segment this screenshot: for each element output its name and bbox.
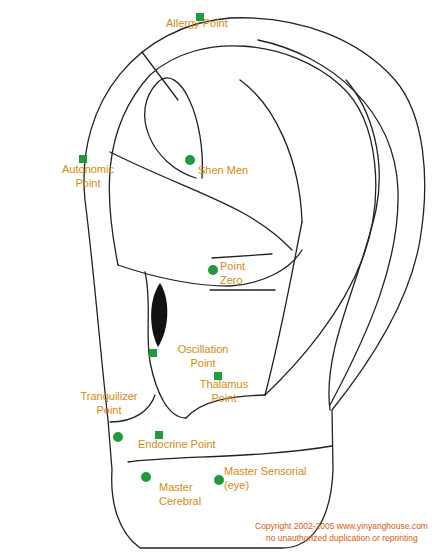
- point-label: Master Cerebral: [159, 480, 209, 508]
- fossa-divider: [142, 52, 178, 100]
- inferior-crus: [110, 152, 292, 250]
- right-zone: [329, 80, 379, 410]
- point-marker: [155, 431, 163, 439]
- point-label: Allergy Point: [166, 16, 266, 30]
- point-label: Autonomic Point: [58, 162, 118, 190]
- point-marker: [214, 475, 224, 485]
- point-label: Thalamus Point: [196, 377, 252, 405]
- zone-line: [210, 254, 275, 290]
- helix-outer-band: [258, 40, 398, 405]
- antihelix: [265, 222, 302, 395]
- point-label: Oscillation Point: [170, 342, 236, 370]
- point-label: Endocrine Point: [138, 437, 258, 451]
- superior-crus: [240, 80, 302, 222]
- point-marker: [141, 472, 151, 482]
- copyright-note: no unauthorized duplication or reprintin…: [266, 533, 431, 544]
- point-label: Tranquilizer Point: [74, 389, 144, 417]
- point-marker: [185, 155, 195, 165]
- point-marker: [113, 432, 123, 442]
- ear-outline: [84, 18, 425, 548]
- point-marker: [149, 349, 157, 357]
- point-label: Point Zero: [220, 259, 255, 287]
- helix-crus: [118, 250, 302, 286]
- point-marker: [208, 265, 218, 275]
- copyright-note: Copyright 2002-2005 www.yinyanghouse.com: [255, 521, 430, 532]
- concha-shadow: [151, 283, 167, 347]
- point-label: Shen Men: [198, 163, 278, 177]
- point-label: Master Sensorial (eye): [224, 464, 319, 492]
- point-marker: [79, 155, 87, 163]
